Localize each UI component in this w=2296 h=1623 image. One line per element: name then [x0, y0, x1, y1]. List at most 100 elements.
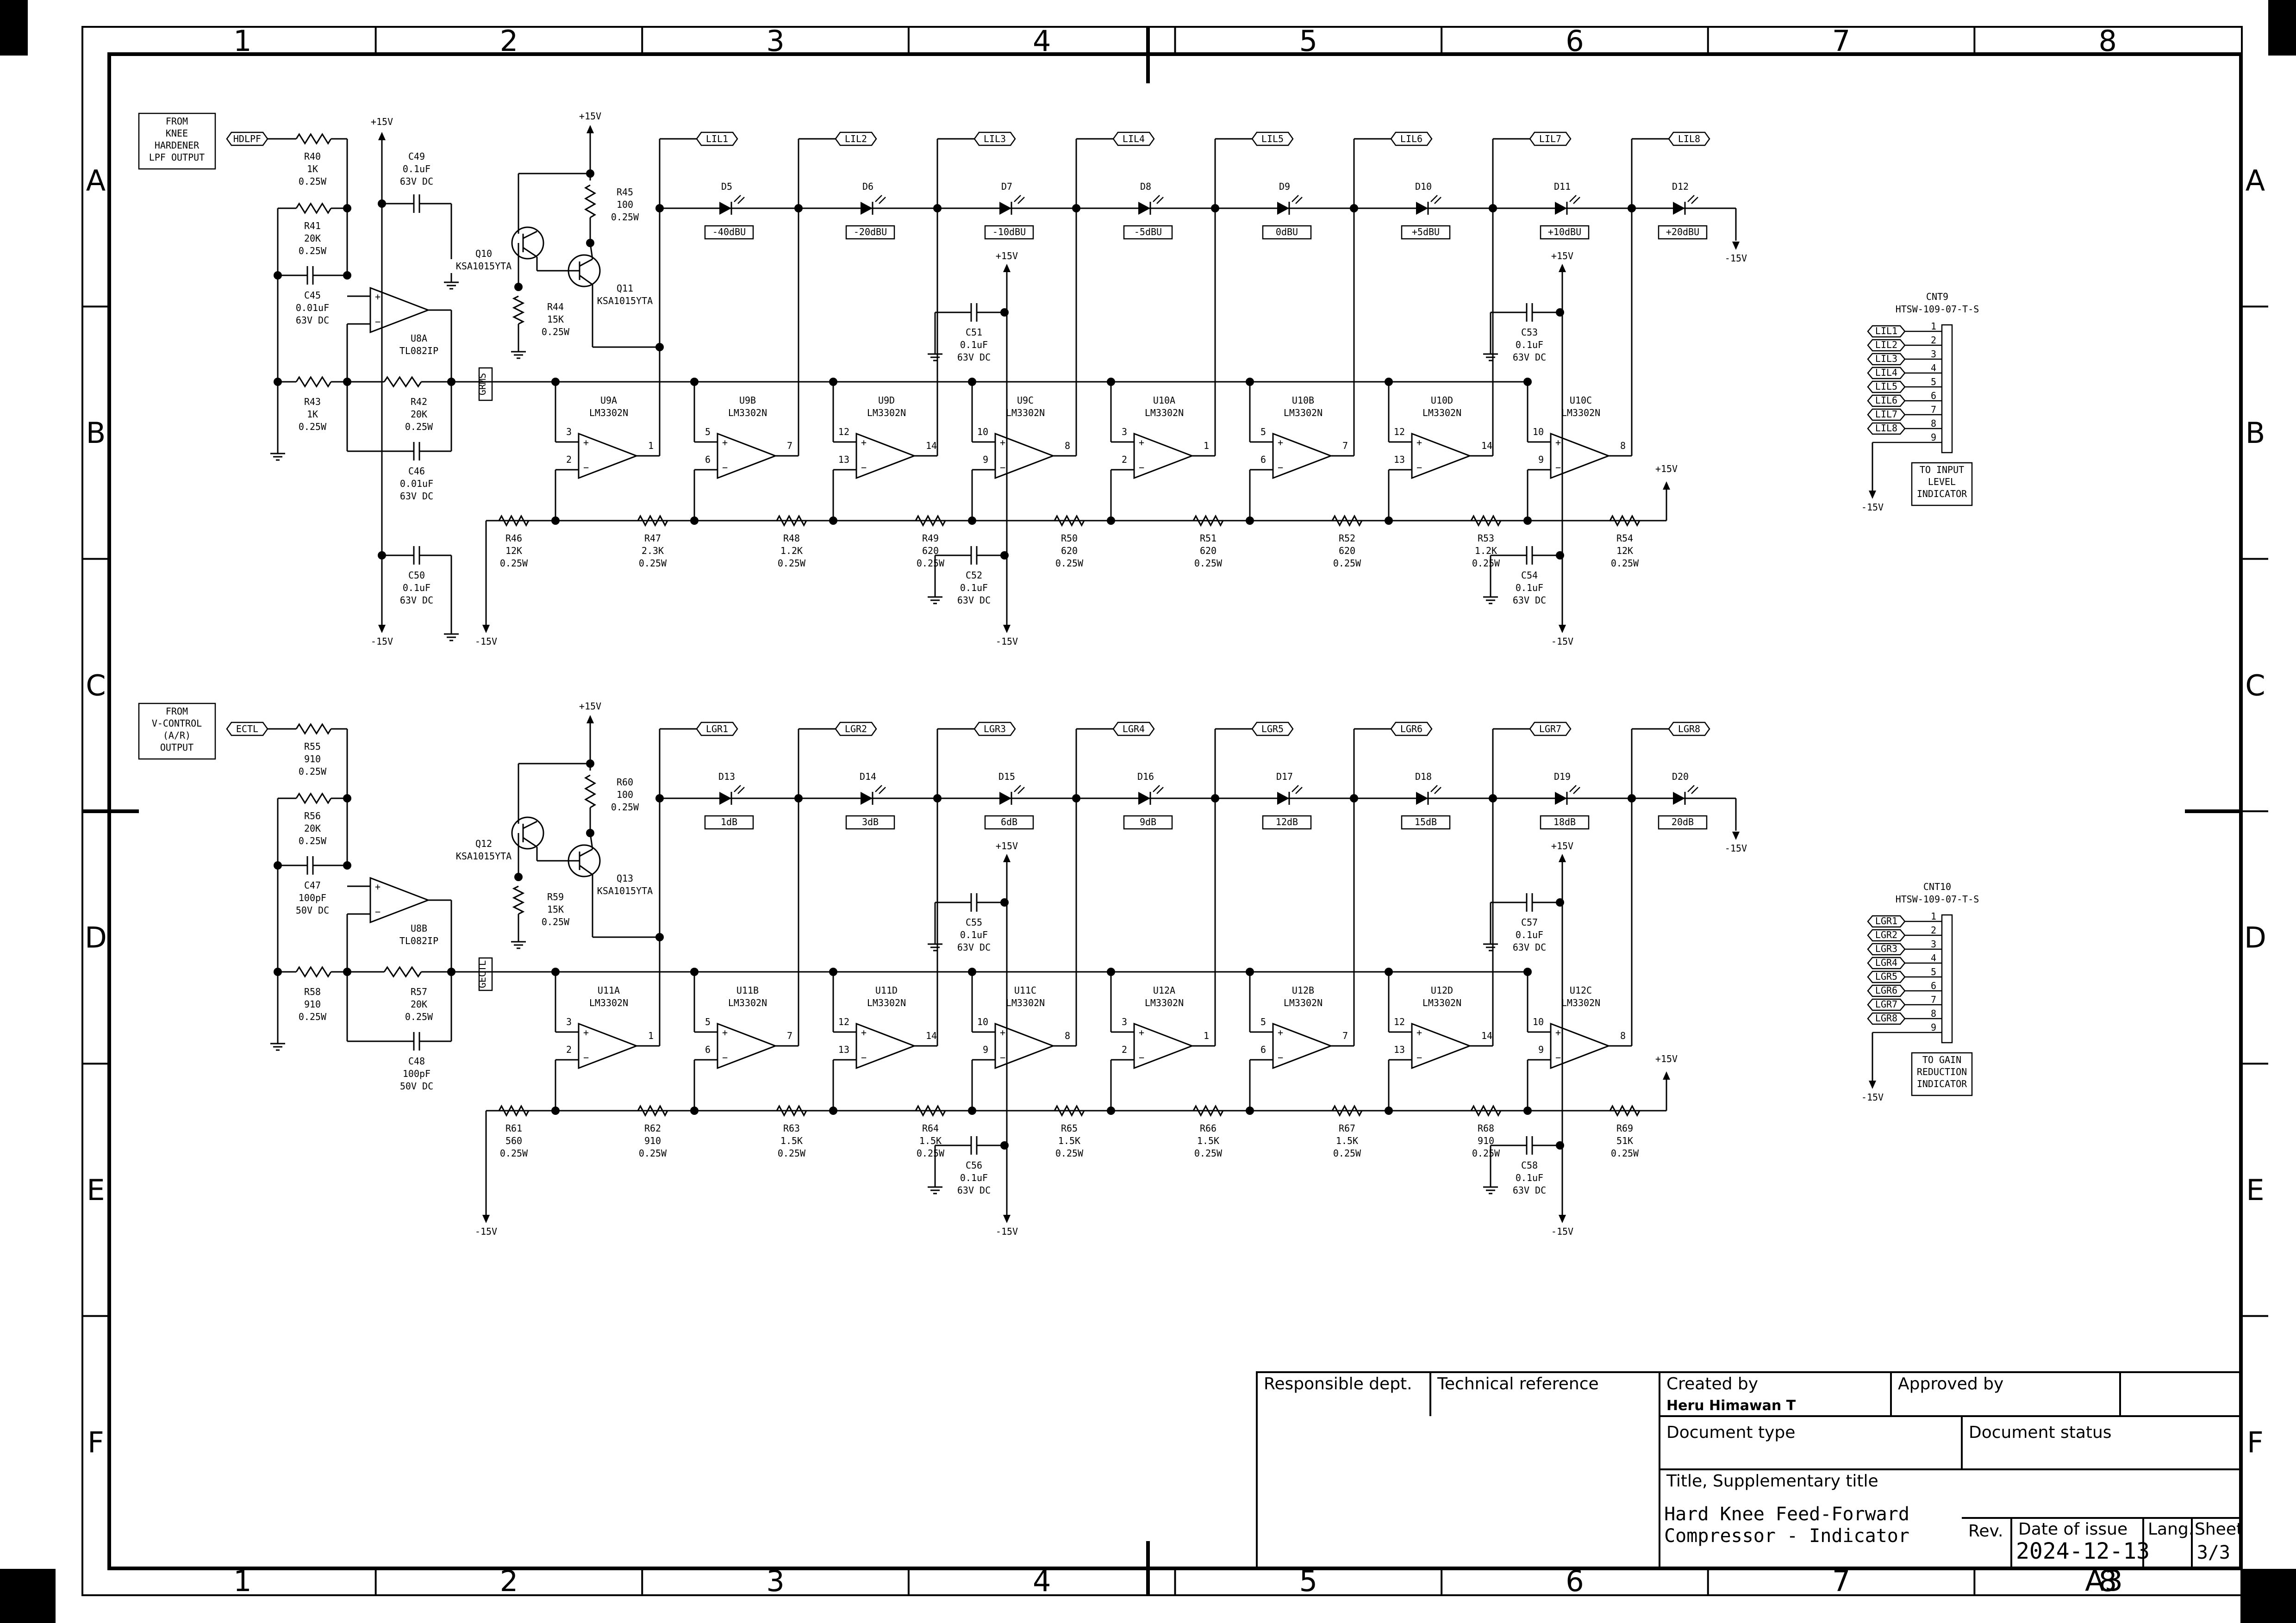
ladder-value: 620 [922, 545, 939, 556]
led-ray [1573, 197, 1580, 204]
opamp-triangle [1411, 432, 1472, 479]
ladder-value: 1.5K [1058, 1135, 1080, 1146]
junction-dot [514, 873, 523, 881]
supply-arrow-up-icon [586, 715, 594, 723]
pin-number: 10 [977, 426, 988, 437]
level-box [1401, 815, 1451, 830]
level-label: -40dBU [712, 226, 746, 237]
comparator-part: LM3302N [1561, 997, 1600, 1008]
connector-net-label: LIL3 [1875, 353, 1897, 364]
ladder-value: 620 [1061, 545, 1078, 556]
zone-column-label: 4 [1033, 24, 1051, 58]
resistor-symbol [295, 376, 332, 388]
net-label: LIL6 [1400, 133, 1423, 144]
net-label: ECTL [236, 723, 258, 734]
ladder-ref: R61 [505, 1123, 522, 1134]
bypass-value: 63V DC [957, 595, 991, 606]
minus-sign: − [1139, 1052, 1144, 1063]
comparator-part: LM3302N [1145, 407, 1184, 418]
led-ray [1295, 787, 1303, 794]
source-note-line: LPF OUTPUT [149, 152, 205, 163]
zone-column-label: 2 [500, 24, 518, 58]
wire [589, 243, 593, 260]
supply-arrow-up-icon [1003, 264, 1011, 272]
comparator-ref: U11A [598, 985, 620, 996]
pin-number: 14 [926, 1030, 937, 1041]
value-label: 0.25W [542, 916, 570, 927]
ladder-value: 12K [505, 545, 522, 556]
connector-pin: 7 [1931, 404, 1936, 415]
source-note-line: (A/R) [163, 730, 191, 741]
value-label: 0.01uF [296, 302, 329, 313]
junction-dot [968, 516, 976, 525]
zone-row-label: C [2245, 668, 2265, 702]
level-label: 6dB [1001, 816, 1017, 827]
zone-row-label: E [87, 1173, 105, 1207]
ladder-value: 0.25W [1472, 1148, 1500, 1159]
plus-sign: + [861, 1027, 867, 1038]
date-value: 2024-12-13 [2016, 1538, 2150, 1564]
led-ref-label: D17 [1276, 771, 1293, 782]
resistor-symbol [1331, 1104, 1363, 1117]
source-note-line: FROM [166, 706, 188, 717]
led-ref-label: D16 [1137, 771, 1154, 782]
pin-number: 6 [1260, 1044, 1266, 1055]
connector-net-label: LIL8 [1875, 423, 1897, 434]
led-ray [875, 785, 882, 792]
junction-dot [1523, 516, 1532, 525]
ref-label: Q12 [475, 838, 492, 849]
junction-dot [378, 551, 386, 560]
zone-row-label: D [2244, 921, 2266, 955]
led-icon [1673, 202, 1685, 215]
value-label: 0.1uF [403, 582, 430, 593]
led-ray [734, 195, 741, 202]
junction-dot [1523, 968, 1532, 976]
connector-net-label: LIL6 [1875, 395, 1897, 406]
comparator-ref: U10D [1431, 395, 1453, 406]
pin-number: 14 [1481, 440, 1492, 451]
value-label: 50V DC [400, 1081, 433, 1092]
level-box [1123, 815, 1173, 830]
bypass-value: 63V DC [1513, 942, 1546, 953]
level-box [1540, 815, 1590, 830]
comparator-part: LM3302N [1145, 997, 1184, 1008]
plus-sign: + [722, 1027, 728, 1038]
level-box [845, 225, 895, 240]
led-icon [861, 792, 873, 805]
ladder-value: 0.25W [639, 558, 667, 569]
ref-label: Q10 [475, 248, 492, 259]
plus-sign: + [1000, 437, 1005, 448]
zone-column-label: 3 [766, 1564, 784, 1598]
supply-arrow-up-icon [1003, 854, 1011, 862]
minus-sign: − [1416, 1052, 1422, 1063]
title-line-2: Compressor - Indicator [1664, 1525, 1909, 1547]
wire [523, 230, 537, 239]
comparator-ref: U11C [1014, 985, 1036, 996]
supply-arrow-down-icon [482, 1215, 490, 1223]
pin-number: 13 [1394, 1044, 1405, 1055]
junction-dot [829, 968, 837, 976]
ladder-value: 0.25W [1194, 558, 1223, 569]
comparator-part: LM3302N [1561, 407, 1600, 418]
resistor-symbol [498, 1104, 530, 1117]
opamp-triangle [1550, 1022, 1611, 1070]
bypass-value: 63V DC [957, 352, 991, 363]
level-label: 15dB [1415, 816, 1437, 827]
ladder-ref: R65 [1061, 1123, 1078, 1134]
led-ray [875, 195, 882, 202]
dest-note-line: TO GAIN [1922, 1054, 1961, 1065]
bypass-value: 63V DC [957, 942, 991, 953]
comparator-part: LM3302N [1284, 997, 1323, 1008]
ref-label: U8B [411, 923, 427, 934]
value-label: 0.25W [611, 802, 639, 813]
value-label: 0.25W [611, 211, 639, 223]
ref-label: R45 [617, 187, 633, 198]
comparator-ref: U12A [1153, 985, 1175, 996]
comparator-ref: U11B [736, 985, 759, 996]
comparator-ref: U12D [1431, 985, 1453, 996]
title-block: Responsible dept. Technical reference Cr… [1256, 1371, 2243, 1598]
value-label: 20K [411, 999, 427, 1010]
resistor-symbol [1470, 1104, 1502, 1117]
supply-label: -15V [475, 636, 497, 647]
value-label: 0.1uF [403, 163, 430, 174]
